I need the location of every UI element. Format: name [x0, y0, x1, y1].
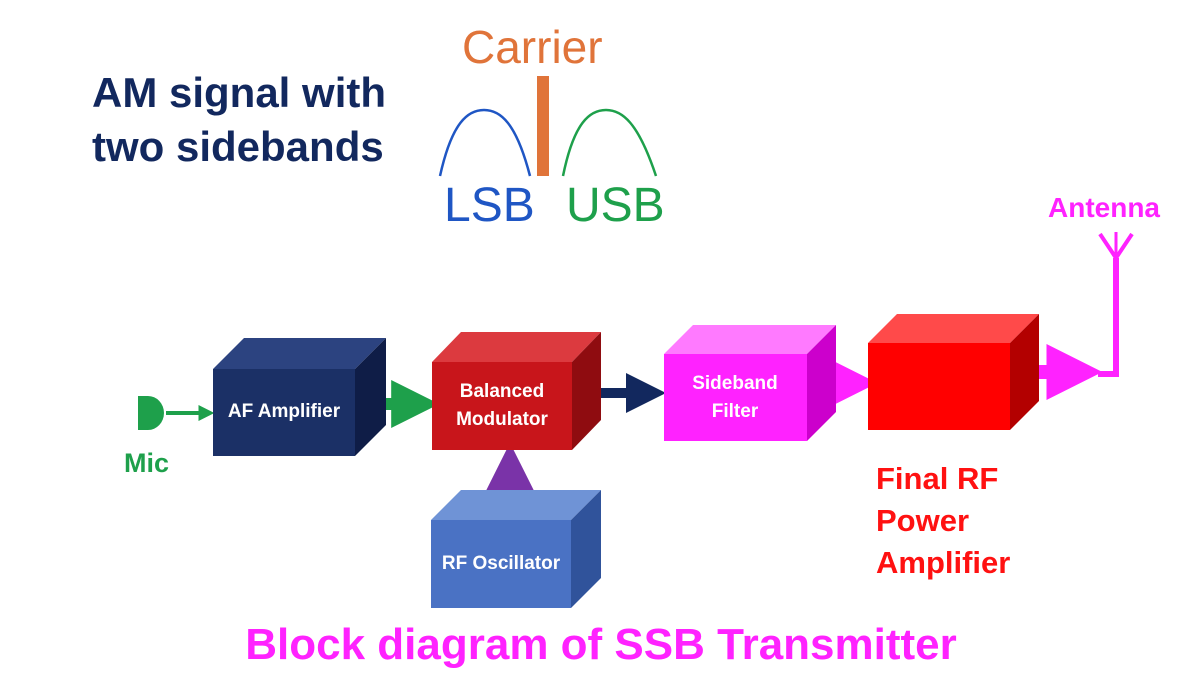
diagram-caption: Block diagram of SSB Transmitter [245, 620, 957, 669]
balanced-modulator-block [432, 332, 601, 450]
sideband-filter-label: Sideband Filter [650, 370, 820, 426]
usb-curve [561, 108, 658, 177]
final-amplifier-label: Final RF Power Amplifier [876, 458, 1076, 584]
final-amplifier-line-3: Amplifier [876, 545, 1011, 580]
diagram-heading: AM signal with two sidebands [92, 66, 432, 174]
final-amplifier-block [868, 314, 1039, 430]
balanced-modulator-label: Balanced Modulator [417, 378, 587, 434]
carrier-label: Carrier [462, 21, 603, 73]
balanced-modulator-line-2: Modulator [456, 409, 548, 430]
rf-oscillator-label: RF Oscillator [441, 553, 561, 574]
mic-label: Mic [124, 448, 170, 478]
mic-icon [138, 396, 164, 430]
antenna-icon [1098, 232, 1134, 377]
balanced-modulator-line-1: Balanced [459, 381, 545, 402]
sideband-filter-block [664, 325, 836, 441]
sideband-filter-line-2: Filter [711, 401, 759, 422]
af-amplifier-block [213, 338, 386, 456]
heading-line-1: AM signal with [92, 69, 386, 116]
antenna-label: Antenna [1048, 192, 1160, 223]
carrier-bar [537, 76, 549, 176]
lsb-label: LSB [444, 179, 535, 232]
usb-label: USB [566, 179, 665, 232]
lsb-curve [438, 108, 532, 177]
rf-oscillator-block [431, 490, 601, 608]
heading-line-2: two sidebands [92, 123, 384, 170]
af-amplifier-label: AF Amplifier [227, 401, 341, 422]
final-amplifier-line-1: Final RF [876, 461, 999, 496]
final-amplifier-line-2: Power [876, 503, 970, 538]
sideband-filter-line-1: Sideband [692, 373, 778, 394]
